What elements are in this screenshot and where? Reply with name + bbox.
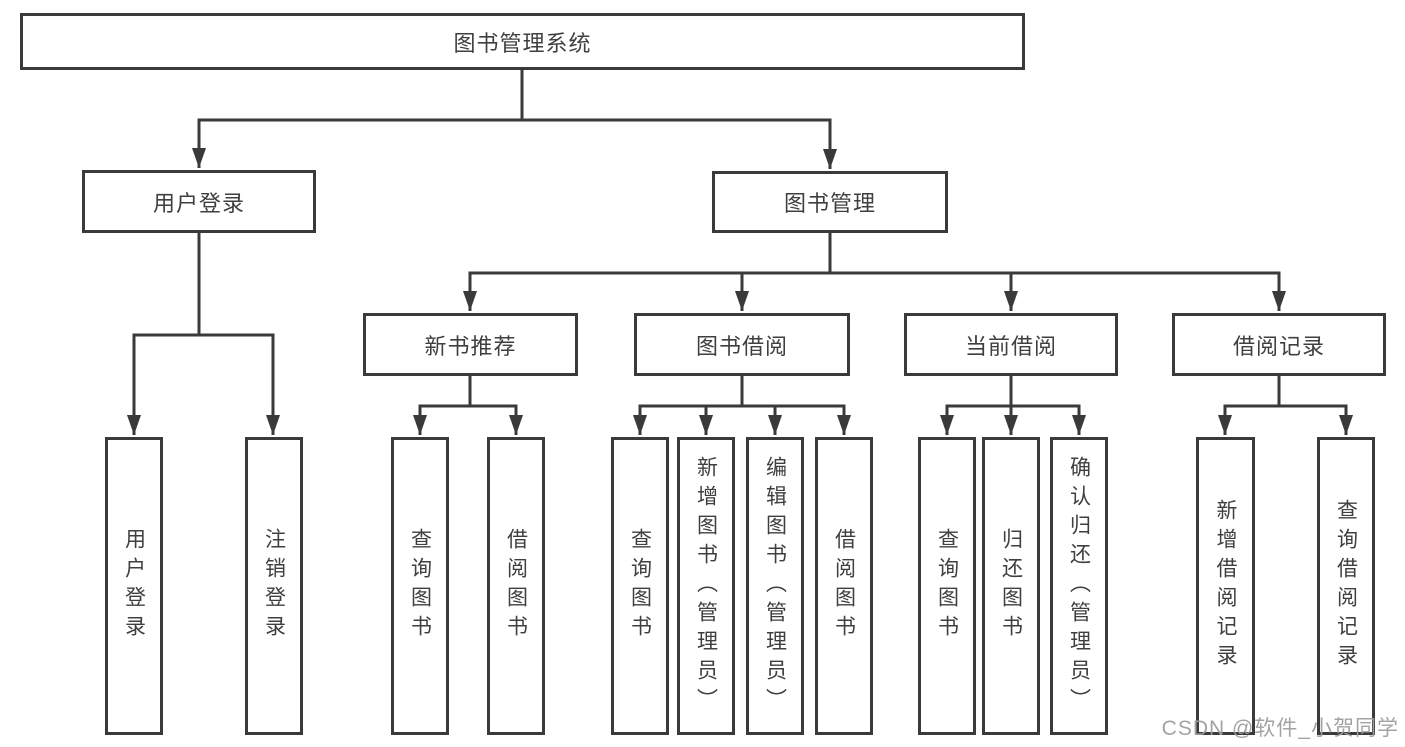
node-label: 用户登录	[152, 190, 245, 216]
node-label: 借阅记录	[1232, 333, 1325, 359]
leaf-edit-books-admin: 编辑图书（管理员）	[746, 437, 804, 735]
node-label: 新增借阅记录	[1214, 499, 1237, 673]
leaf-confirm-return-admin: 确认归还（管理员）	[1050, 437, 1108, 735]
node-label: 查询借阅记录	[1334, 499, 1358, 673]
node-label: 注销登录	[262, 528, 286, 644]
leaf-borrow-books-recommend: 借阅图书	[487, 437, 545, 735]
leaf-logout: 注销登录	[245, 437, 303, 735]
csdn-watermark: CSDN @软件_小贺同学	[1161, 717, 1399, 740]
node-label: 归还图书	[999, 528, 1023, 644]
node-label: 图书管理	[783, 191, 876, 216]
leaf-query-books-borrow: 查询图书	[611, 437, 669, 735]
node-new-book-recommendation: 新书推荐	[363, 313, 578, 376]
node-label: 查询图书	[628, 528, 652, 644]
leaf-user-login: 用户登录	[105, 437, 163, 735]
node-book-borrowing: 图书借阅	[634, 313, 850, 376]
leaf-query-books-current: 查询图书	[918, 437, 976, 735]
leaf-add-borrow-record: 新增借阅记录	[1196, 437, 1255, 735]
node-label: 图书借阅	[695, 333, 788, 359]
connector-user-login-children	[127, 231, 280, 435]
node-label: 编辑图书（管理员）	[763, 455, 787, 717]
node-label: 新增图书（管理员）	[694, 455, 718, 717]
connector-root-to-level2	[192, 68, 837, 169]
node-label: 用户登录	[122, 528, 146, 644]
leaf-query-borrow-record: 查询借阅记录	[1317, 437, 1375, 735]
connector-book-borrow-children	[633, 374, 851, 435]
connector-borrow-records-children	[1218, 374, 1353, 435]
node-user-login: 用户登录	[82, 170, 316, 233]
node-label: 借阅图书	[832, 528, 856, 644]
node-label: 查询图书	[408, 528, 432, 644]
node-borrowing-records: 借阅记录	[1172, 313, 1386, 376]
node-label: 查询图书	[935, 528, 959, 644]
leaf-borrow-books: 借阅图书	[815, 437, 873, 735]
node-library-management-system: 图书管理系统	[20, 13, 1025, 70]
leaf-query-books-recommend: 查询图书	[391, 437, 449, 735]
connector-current-borrow-children	[940, 374, 1086, 435]
leaf-return-books: 归还图书	[982, 437, 1040, 735]
connector-new-book-children	[413, 374, 523, 435]
node-current-borrowing: 当前借阅	[904, 313, 1118, 376]
node-label: 新书推荐	[424, 333, 517, 359]
leaf-add-books-admin: 新增图书（管理员）	[677, 437, 735, 735]
node-label: 当前借阅	[964, 333, 1057, 359]
node-book-management: 图书管理	[712, 171, 948, 233]
node-label: 借阅图书	[504, 528, 528, 644]
node-label: 确认归还（管理员）	[1067, 455, 1091, 717]
connector-book-mgmt-to-level3	[463, 231, 1286, 311]
node-label: 图书管理系统	[453, 30, 592, 56]
